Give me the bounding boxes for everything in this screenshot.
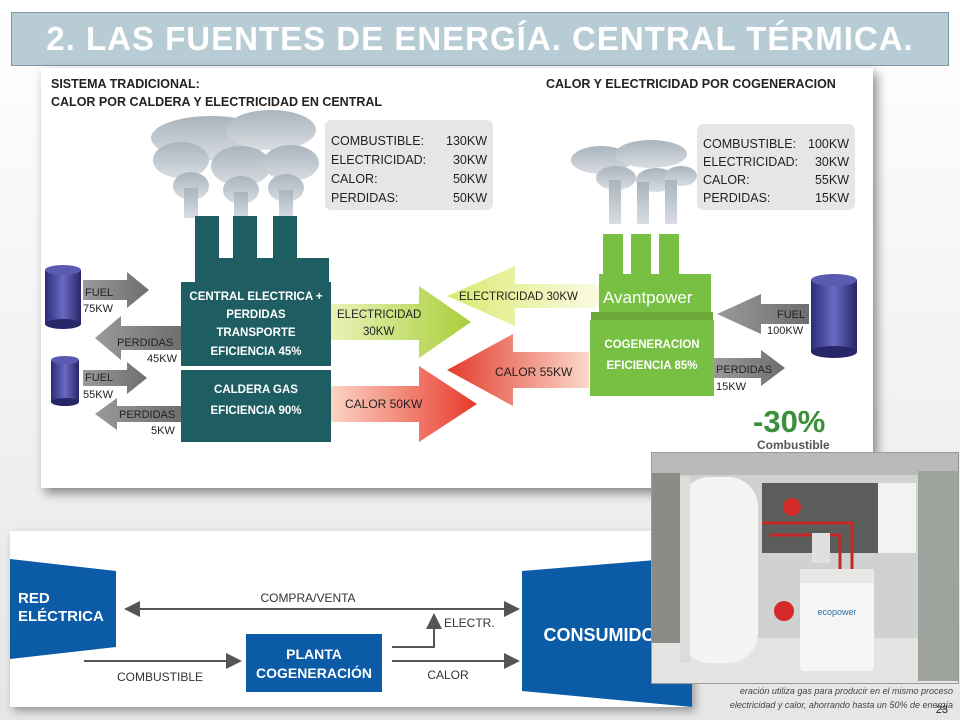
cogen-heat-arrow xyxy=(447,334,589,406)
fuel1-label: FUEL xyxy=(85,287,113,299)
plant-line-2: TRANSPORTE xyxy=(216,327,296,339)
losses1-value: 45KW xyxy=(147,353,178,365)
calor-label: CALOR xyxy=(427,668,469,682)
flow-svg: RED ELÉCTRICA COMPRA/VENTA COMBUSTIBLE P… xyxy=(10,557,692,707)
plant-line-0: CENTRAL ELECTRICA + xyxy=(189,291,323,303)
cogen-factory-icon xyxy=(591,234,713,320)
cogen-box-line-0: COGENERACION xyxy=(604,339,699,351)
elec-out-value: 30KW xyxy=(363,326,394,338)
cogen-losses-value: 15KW xyxy=(716,381,747,393)
cogen-stat-value-2: 55KW xyxy=(815,173,849,187)
photo-svg: ecopower xyxy=(652,453,958,683)
electricity-out-arrow xyxy=(331,286,471,358)
caption-line-1: eración utiliza gas para producir en el … xyxy=(739,686,953,696)
losses-arrow-1 xyxy=(95,316,181,360)
consumidor-block xyxy=(522,557,692,707)
cogen-smoke-icon xyxy=(571,140,697,224)
fuel1-value: 75KW xyxy=(83,303,114,315)
cogeneration-flow-diagram: RED ELÉCTRICA COMPRA/VENTA COMBUSTIBLE P… xyxy=(10,531,692,707)
cogen-stat-label-1: ELECTRICIDAD: xyxy=(703,155,798,169)
planta-line-1: COGENERACIÓN xyxy=(256,664,372,681)
cogen-stat-label-3: PERDIDAS: xyxy=(703,191,770,205)
fuel2-label: FUEL xyxy=(85,372,113,384)
trad-stat-value-0: 130KW xyxy=(446,134,487,148)
trad-stat-label-3: PERDIDAS: xyxy=(331,191,398,205)
photo-caption: eración utiliza gas para producir en el … xyxy=(651,684,957,718)
traditional-subheading: CALOR POR CALDERA Y ELECTRICIDAD EN CENT… xyxy=(51,95,382,109)
trad-stat-label-2: CALOR: xyxy=(331,172,378,186)
electr-arrow xyxy=(392,613,442,648)
trad-stat-value-2: 50KW xyxy=(453,172,487,186)
planta-cogeneracion-block xyxy=(246,634,382,692)
losses2-value: 5KW xyxy=(151,425,175,437)
cogen-fuel-label: FUEL xyxy=(777,309,805,321)
fuel-tank-icon-2 xyxy=(51,356,79,406)
cogen-heat-label: CALOR 55KW xyxy=(495,365,573,379)
fuel-arrow-1 xyxy=(83,272,149,308)
cogen-stat-value-1: 30KW xyxy=(815,155,849,169)
fuel-tank-icon-1 xyxy=(45,265,81,329)
cogen-stats-box xyxy=(697,124,855,210)
fuel2-value: 55KW xyxy=(83,389,114,401)
losses1-label: PERDIDAS xyxy=(117,337,173,349)
combustible-label: COMBUSTIBLE xyxy=(117,670,203,684)
trad-stat-value-1: 30KW xyxy=(453,153,487,167)
trad-stat-label-0: COMBUSTIBLE: xyxy=(331,134,424,148)
caption-line-2: electricidad y calor, ahorrando hasta un… xyxy=(729,700,953,710)
cogeneration-unit-photo: ecopower xyxy=(651,452,959,684)
comparison-svg: SISTEMA TRADICIONAL: CALOR POR CALDERA Y… xyxy=(45,77,857,452)
losses2-label: PERDIDAS xyxy=(119,409,175,421)
plant-line-1: PERDIDAS xyxy=(226,309,286,321)
cogen-fuel-arrow xyxy=(717,294,809,334)
trad-stat-value-3: 50KW xyxy=(453,191,487,205)
cogen-losses-arrow xyxy=(714,350,785,386)
heat-out-arrow xyxy=(331,366,477,442)
traditional-stats-box xyxy=(325,120,493,210)
red-electrica-block xyxy=(10,559,116,659)
cogen-stat-value-3: 15KW xyxy=(815,191,849,205)
planta-line-0: PLANTA xyxy=(286,646,342,662)
plant-line-3: EFICIENCIA 45% xyxy=(211,346,302,358)
cogeneration-heading: CALOR Y ELECTRICIDAD POR COGENERACION xyxy=(546,77,836,91)
red-electrica-line-0: RED xyxy=(18,590,50,607)
traditional-smoke-icon xyxy=(151,110,319,220)
cogen-box-line-1: EFICIENCIA 85% xyxy=(607,360,698,372)
trad-stat-label-1: ELECTRICIDAD: xyxy=(331,153,426,167)
cogen-stat-label-2: CALOR: xyxy=(703,173,750,187)
ecopower-unit-icon xyxy=(800,569,874,671)
electr-label: ELECTR. xyxy=(444,616,495,630)
cogen-stat-label-0: COMBUSTIBLE: xyxy=(703,137,796,151)
cogen-elec-label: ELECTRICIDAD 30KW xyxy=(459,291,578,303)
slide-title: 2. LAS FUENTES DE ENERGÍA. CENTRAL TÉRMI… xyxy=(46,20,914,57)
consumidor-label: CONSUMIDOR xyxy=(544,625,669,645)
red-electrica-line-1: ELÉCTRICA xyxy=(18,608,104,625)
fuel-arrow-2 xyxy=(83,362,147,394)
savings-percent: -30% xyxy=(753,404,825,439)
slide-title-bar: 2. LAS FUENTES DE ENERGÍA. CENTRAL TÉRMI… xyxy=(11,12,949,66)
boiler-line-1: EFICIENCIA 90% xyxy=(211,405,302,417)
water-tank-icon xyxy=(680,477,758,663)
page-number: 23 xyxy=(935,704,948,716)
cogeneration-box xyxy=(590,320,714,396)
cogen-losses-label: PERDIDAS xyxy=(716,364,772,376)
boiler-line-0: CALDERA GAS xyxy=(214,384,298,396)
cogen-stat-value-0: 100KW xyxy=(808,137,849,151)
avantpower-brand: Avantpower xyxy=(603,288,693,307)
heat-out-label: CALOR 50KW xyxy=(345,397,423,411)
gas-boiler-box xyxy=(181,370,331,442)
losses-arrow-2 xyxy=(95,398,181,430)
energy-comparison-diagram: SISTEMA TRADICIONAL: CALOR POR CALDERA Y… xyxy=(41,68,873,488)
cogen-fuel-value: 100KW xyxy=(767,325,804,337)
cogen-fuel-tank-icon xyxy=(811,274,857,358)
compra-venta-label: COMPRA/VENTA xyxy=(260,591,355,605)
cogen-electricity-arrow xyxy=(447,266,599,326)
ecopower-brand: ecopower xyxy=(817,607,856,617)
power-plant-box xyxy=(181,282,331,366)
savings-label: Combustible xyxy=(757,438,830,452)
elec-out-label: ELECTRICIDAD xyxy=(337,309,421,321)
traditional-factory-icon xyxy=(195,216,329,283)
traditional-heading: SISTEMA TRADICIONAL: xyxy=(51,77,200,91)
